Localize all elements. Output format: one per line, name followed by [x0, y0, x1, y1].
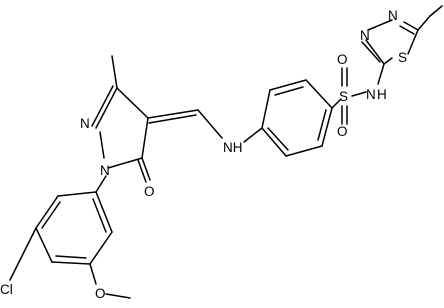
bond	[89, 231, 113, 265]
bonds	[9, 5, 443, 299]
bond	[399, 25, 415, 35]
bond	[274, 86, 304, 96]
bond	[317, 109, 327, 141]
bond	[89, 263, 97, 285]
bond	[55, 255, 87, 259]
bond	[148, 114, 197, 124]
bond	[321, 107, 333, 147]
bond	[141, 117, 149, 159]
atom-label-carbonyl-o: O	[144, 184, 155, 199]
bond	[429, 5, 443, 17]
bond	[35, 227, 53, 263]
atom-label-sulfonamide-h: H	[377, 87, 387, 102]
atom-label-sulfonyl-o-bottom: O	[337, 124, 348, 139]
bond	[51, 261, 91, 265]
atom-label-methoxy-o: O	[95, 286, 106, 301]
bond	[383, 57, 393, 65]
bond	[417, 15, 431, 31]
bond	[147, 109, 199, 119]
bond	[137, 159, 147, 183]
bond	[111, 55, 118, 89]
bond	[107, 157, 143, 169]
bond	[331, 98, 342, 109]
bond	[197, 109, 223, 139]
bond	[99, 131, 105, 159]
atom-label-chlorine: Cl	[0, 282, 13, 297]
bond	[95, 87, 118, 129]
bond	[377, 63, 385, 85]
atom-label-sulfonyl-o-top: O	[337, 52, 348, 67]
bond	[91, 85, 114, 127]
atom-label-n-pyrazole: N	[80, 116, 90, 131]
bond	[35, 195, 59, 229]
bond	[267, 127, 289, 151]
atom-label-sulfonyl-s: S	[339, 89, 348, 104]
bond	[105, 293, 131, 299]
atom-labels: N N O NH S O O N H N N S Cl O	[0, 8, 407, 301]
bond	[41, 201, 61, 229]
bond	[285, 145, 323, 157]
bond	[269, 79, 307, 91]
bond	[116, 87, 149, 119]
bond	[365, 39, 385, 65]
bond	[261, 89, 271, 129]
bond	[243, 127, 263, 143]
bond	[407, 29, 419, 55]
bond	[95, 175, 107, 193]
bond	[57, 191, 97, 197]
atom-label-n1-pyrazole: N	[100, 163, 110, 178]
bond	[261, 127, 287, 157]
bond	[367, 19, 393, 31]
bond	[351, 91, 367, 97]
bond	[92, 198, 107, 233]
bond	[141, 157, 151, 181]
bond	[403, 21, 419, 31]
bond	[95, 191, 113, 233]
atom-label-amine-nh: NH	[223, 140, 243, 155]
atom-label-thiadiazole-s: S	[398, 50, 407, 65]
atom-label-thiadiazole-n-top: N	[388, 8, 398, 23]
bond	[361, 41, 381, 63]
bond	[305, 79, 333, 109]
atom-label-thiadiazole-n-bottom: N	[360, 28, 370, 43]
bond	[9, 227, 37, 281]
atom-label-sulfonamide-n: N	[366, 87, 376, 102]
